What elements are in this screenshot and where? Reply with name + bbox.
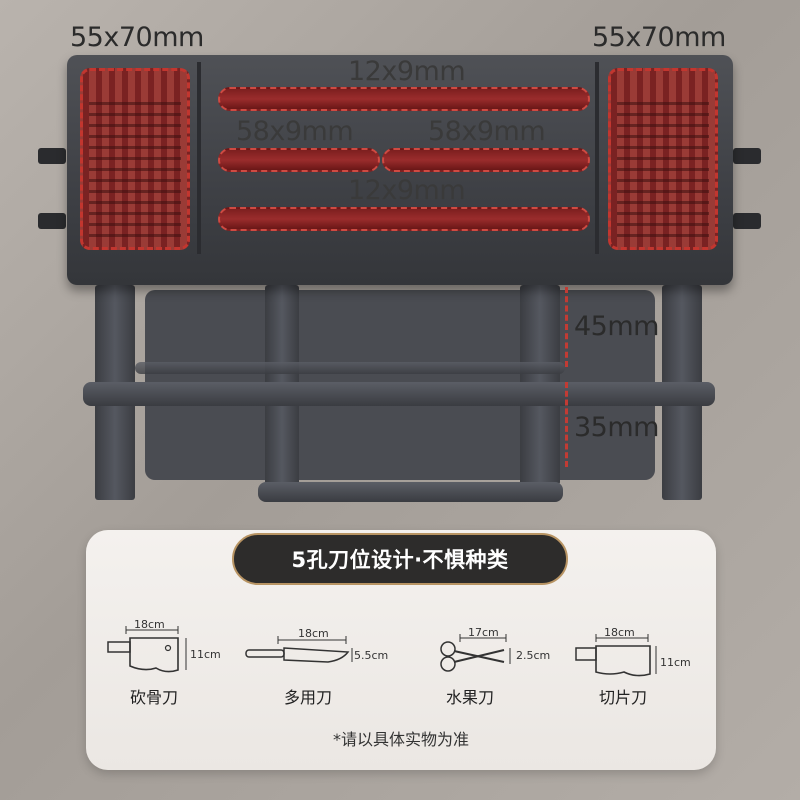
knife-item-slicing: 18cm 11cm 切片刀 bbox=[570, 618, 720, 728]
bottom-slot-dimension: 12x9mm bbox=[348, 175, 466, 206]
fruit-length: 17cm bbox=[468, 626, 499, 639]
mid-right-slot-dimension: 58x9mm bbox=[428, 116, 546, 147]
left-hook-bottom bbox=[38, 213, 66, 229]
cleaver-length: 18cm bbox=[134, 618, 165, 631]
divider-right bbox=[595, 62, 599, 254]
upper-height-dimension: 45mm bbox=[574, 311, 659, 342]
top-slot-dimension: 12x9mm bbox=[348, 56, 466, 87]
disclaimer-note: *请以具体实物为准 bbox=[332, 730, 469, 749]
knife-slot-top bbox=[218, 87, 590, 111]
cleaver-name: 砍骨刀 bbox=[129, 688, 178, 707]
mid-left-slot-dimension: 58x9mm bbox=[236, 116, 354, 147]
knife-slot-mid-left bbox=[218, 148, 380, 172]
divider-left bbox=[197, 62, 201, 254]
design-badge: 5孔刀位设计·不惧种类 bbox=[232, 533, 568, 585]
knife-item-cleaver: 18cm 11cm 砍骨刀 bbox=[96, 618, 246, 728]
utility-name: 多用刀 bbox=[283, 688, 332, 707]
cleaver-icon bbox=[107, 626, 187, 673]
left-holder-dimension: 55x70mm bbox=[70, 22, 204, 53]
knife-item-utility: 18cm 5.5cm 多用刀 bbox=[238, 618, 388, 728]
upper-height-line bbox=[565, 287, 568, 367]
left-hook-top bbox=[38, 148, 66, 164]
utility-length: 18cm bbox=[298, 627, 329, 640]
slicing-height: 11cm bbox=[660, 656, 691, 669]
lower-height-dimension: 35mm bbox=[574, 412, 659, 443]
slicing-length: 18cm bbox=[604, 626, 635, 639]
knife-item-fruit: 17cm 2.5cm 水果刀 bbox=[430, 618, 580, 728]
fruit-height: 2.5cm bbox=[516, 649, 551, 662]
slicing-name: 切片刀 bbox=[598, 688, 647, 707]
fruit-name: 水果刀 bbox=[445, 688, 494, 707]
utility-knife-icon bbox=[245, 636, 353, 663]
frame-crossbar bbox=[83, 382, 715, 406]
utility-height: 5.5cm bbox=[354, 649, 389, 662]
lower-height-line bbox=[565, 382, 568, 467]
slicing-knife-icon bbox=[575, 634, 657, 677]
cleaver-height: 11cm bbox=[190, 648, 221, 661]
scissors-icon bbox=[440, 634, 511, 672]
right-hook-top bbox=[733, 148, 761, 164]
right-holder-dimension: 55x70mm bbox=[592, 22, 726, 53]
utensil-holder-right bbox=[608, 68, 718, 250]
knife-slot-bottom bbox=[218, 207, 590, 231]
frame-inner-rail bbox=[135, 362, 565, 374]
utensil-holder-left bbox=[80, 68, 190, 250]
frame-foot bbox=[258, 482, 563, 502]
knife-slot-mid-right bbox=[382, 148, 590, 172]
right-hook-bottom bbox=[733, 213, 761, 229]
